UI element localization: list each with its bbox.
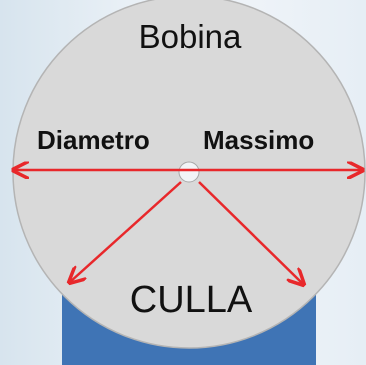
diameter-label-right: Massimo	[203, 125, 314, 155]
reel-label: Bobina	[139, 18, 242, 55]
reel-hub-icon	[178, 161, 200, 183]
right-contact-arrow	[198, 181, 303, 284]
cradle-label: CULLA	[130, 279, 253, 321]
diameter-label-left: Diametro	[37, 125, 150, 155]
left-contact-arrow	[70, 181, 182, 282]
